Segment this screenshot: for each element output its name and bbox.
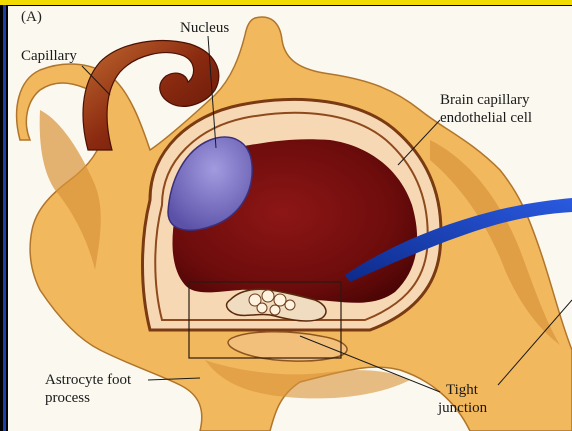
- label-capillary: Capillary: [21, 48, 77, 65]
- label-tight-1: Tight: [446, 382, 478, 399]
- panel-label: (A): [21, 9, 42, 26]
- top-yellow-bar: [0, 0, 572, 5]
- label-nucleus: Nucleus: [180, 20, 229, 37]
- label-astrocyte-2: process: [45, 390, 90, 407]
- left-blue-bar: [3, 5, 6, 431]
- label-brain-capillary-2: endothelial cell: [440, 110, 532, 127]
- label-astrocyte-1: Astrocyte foot: [45, 372, 131, 389]
- label-tight-2: junction: [438, 400, 487, 417]
- label-brain-capillary-1: Brain capillary: [440, 92, 530, 109]
